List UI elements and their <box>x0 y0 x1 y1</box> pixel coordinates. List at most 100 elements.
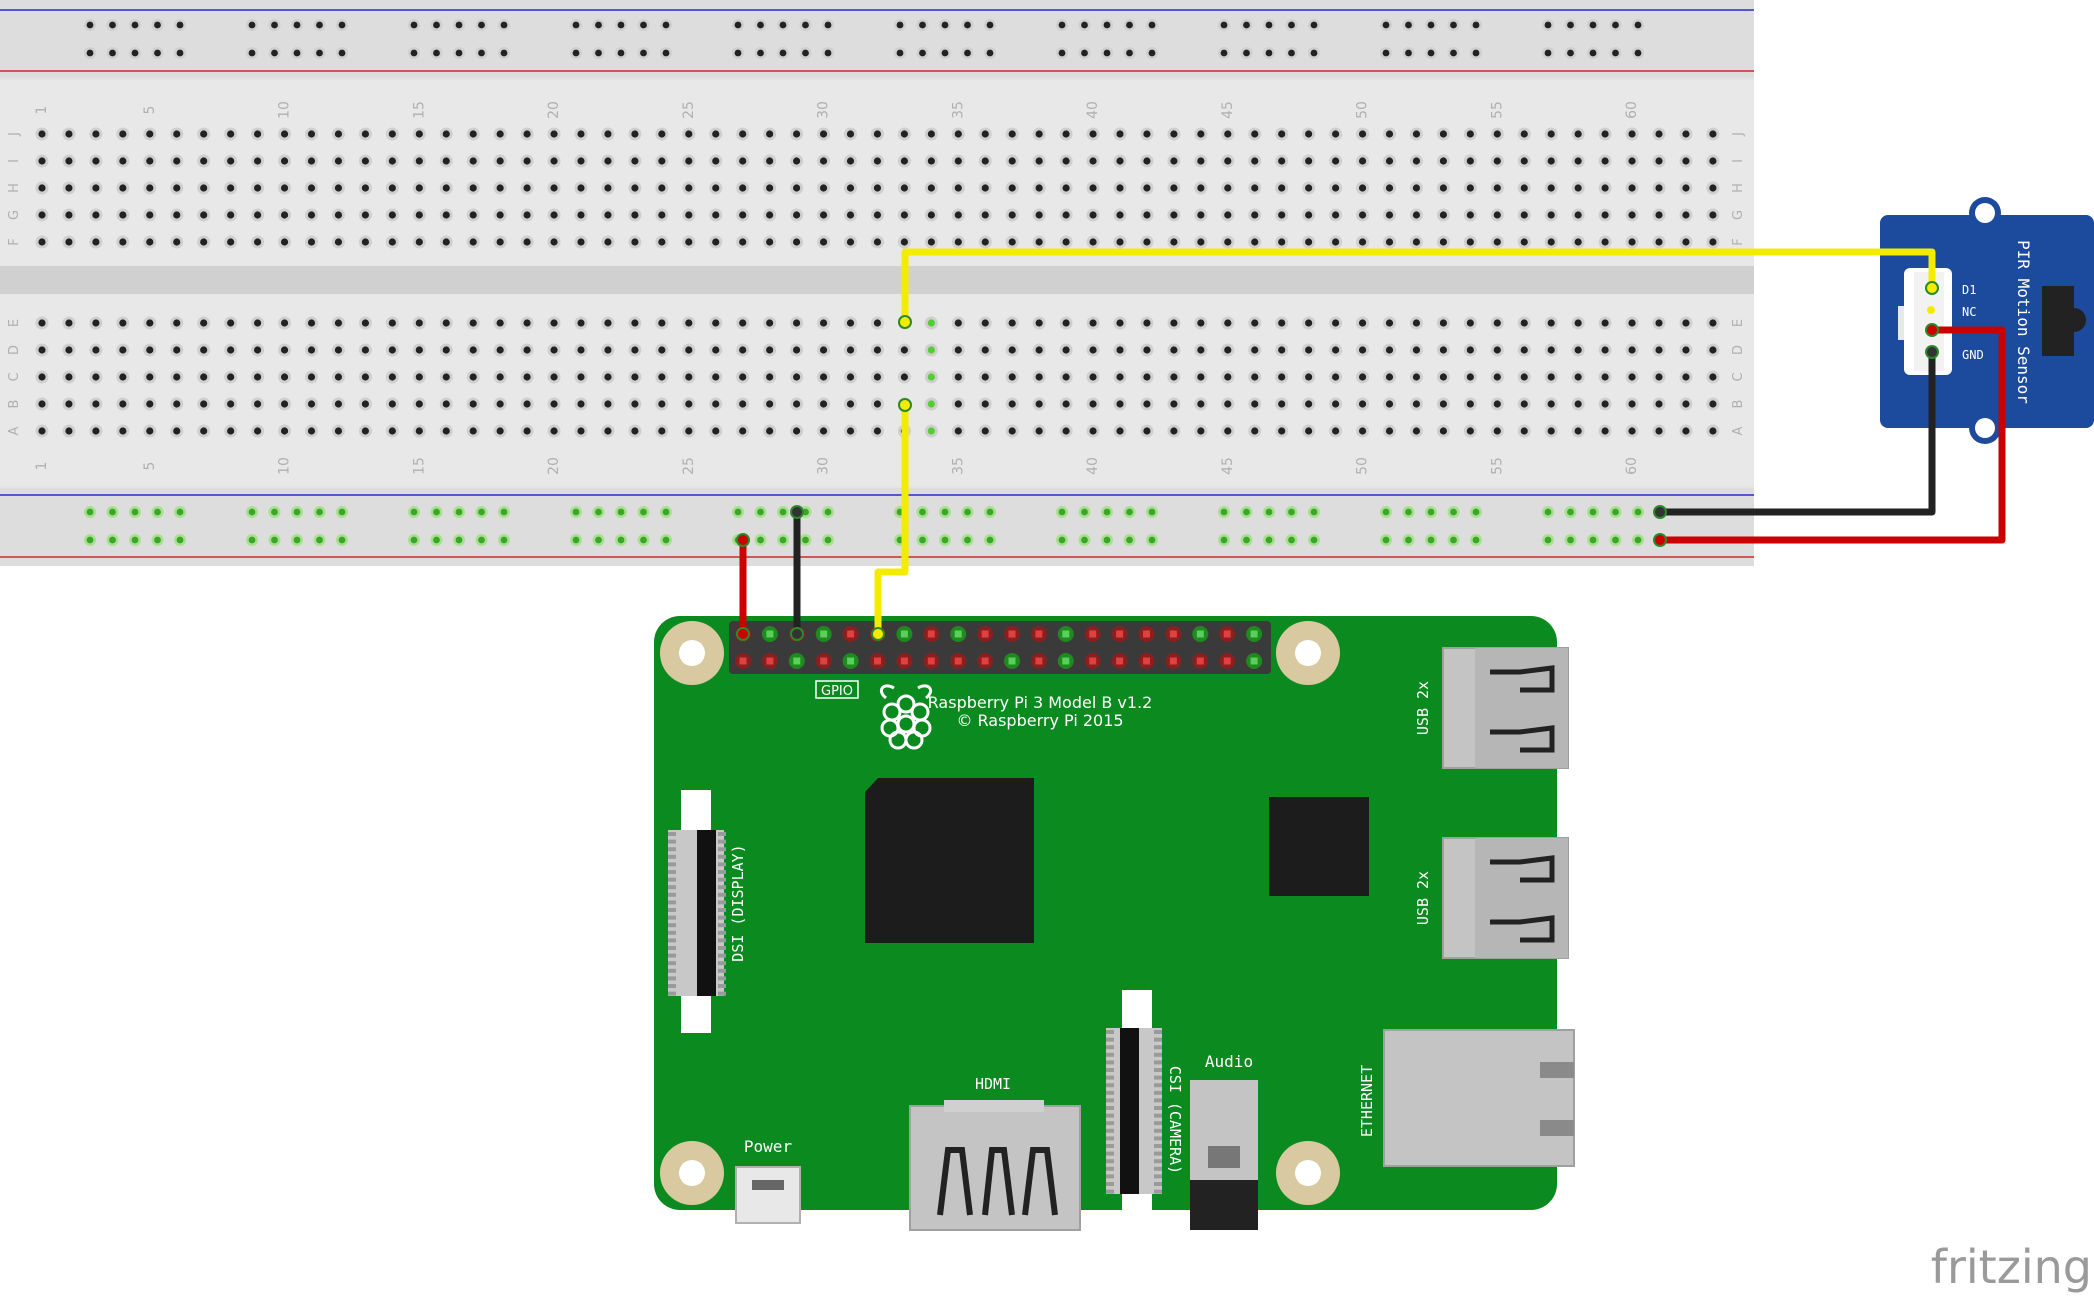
breadboard-hole <box>1601 373 1609 381</box>
rail-hole <box>617 536 625 544</box>
rail-hole <box>640 536 647 544</box>
rail-hole <box>1382 536 1390 544</box>
breadboard-hole <box>38 427 46 435</box>
breadboard-hole <box>38 184 46 192</box>
connector-tooth <box>668 854 676 859</box>
breadboard-hole <box>550 373 558 381</box>
column-number: 30 <box>816 101 832 119</box>
breadboard-hole <box>415 157 423 165</box>
rail-hole <box>433 536 440 544</box>
connector-tooth <box>718 968 726 973</box>
rail-hole <box>1589 21 1597 29</box>
top-power-rail <box>0 0 1754 78</box>
gpio-label-box <box>815 680 859 699</box>
breadboard-hole <box>1493 400 1501 408</box>
connector-tooth <box>1106 1144 1114 1148</box>
breadboard-hole <box>442 238 450 246</box>
rail-hole <box>662 536 670 544</box>
gpio-pin <box>954 657 962 665</box>
rail-hole <box>964 49 971 57</box>
breadboard-hole <box>1358 211 1367 219</box>
row-letter: E <box>7 319 22 327</box>
rail-hole <box>1103 508 1111 516</box>
breadboard-hole <box>1116 184 1124 192</box>
gpio-pin <box>766 657 774 665</box>
rail-hole <box>1081 508 1088 516</box>
breadboard-hole <box>819 238 828 246</box>
connector-tooth <box>668 832 676 836</box>
breadboard-hole <box>631 238 639 246</box>
pi-model-text: Raspberry Pi 3 Model B v1.2 <box>928 693 1153 712</box>
breadboard-hole <box>119 319 127 327</box>
column-number: 1 <box>34 106 50 115</box>
breadboard-hole <box>1116 238 1124 246</box>
breadboard-hole <box>254 400 262 408</box>
connector-tooth <box>718 847 726 852</box>
breadboard-hole <box>146 184 154 192</box>
breadboard-hole <box>388 184 396 192</box>
breadboard-hole <box>1439 319 1447 327</box>
gpio-pin <box>981 630 989 638</box>
connector-tooth <box>668 870 676 874</box>
breadboard-hole <box>1008 373 1016 381</box>
rail-hole <box>293 49 301 57</box>
breadboard-hole <box>954 238 962 246</box>
rail-hole <box>271 508 278 516</box>
breadboard-hole <box>550 157 558 165</box>
breadboard-hole <box>631 157 639 165</box>
wires <box>739 248 2006 634</box>
breadboard-hole <box>1466 157 1474 165</box>
breadboard-hole <box>1089 238 1097 246</box>
connector-tooth <box>1106 1121 1114 1126</box>
breadboard-hole <box>146 346 154 354</box>
breadboard-hole <box>1547 184 1555 192</box>
connector-tooth <box>1106 1098 1114 1103</box>
connector-tooth <box>668 847 676 852</box>
rail-hole <box>941 508 949 516</box>
breadboard-hole <box>1412 400 1421 408</box>
breadboard-hole <box>819 400 828 408</box>
breadboard-hole <box>119 373 127 381</box>
breadboard-hole <box>1197 373 1205 381</box>
rail-hole <box>941 49 949 57</box>
rail-hole <box>176 49 184 57</box>
breadboard-hole <box>604 400 612 408</box>
usb-port-1 <box>1442 647 1569 769</box>
gpio-pin <box>1169 657 1177 665</box>
breadboard-hole <box>1520 157 1528 165</box>
rail-hole <box>986 508 994 516</box>
breadboard-hole <box>1062 211 1070 219</box>
breadboard-hole <box>1197 319 1205 327</box>
breadboard-hole <box>92 211 100 219</box>
mounting-hole <box>1276 1141 1340 1205</box>
breadboard-hole <box>119 238 127 246</box>
rail-hole <box>1126 49 1133 57</box>
breadboard-hole <box>1035 346 1043 354</box>
breadboard-hole <box>1655 157 1663 165</box>
breadboard-hole <box>1574 157 1582 165</box>
breadboard-hole <box>1143 373 1151 381</box>
breadboard-hole <box>766 157 774 165</box>
breadboard-hole <box>981 184 989 192</box>
gpio-pin <box>847 657 855 665</box>
gpio-pin <box>1089 630 1097 638</box>
breadboard-hole <box>927 319 935 327</box>
breadboard-hole <box>1520 211 1528 219</box>
breadboard-hole <box>846 400 855 408</box>
rail-hole <box>1081 49 1088 57</box>
breadboard-hole <box>1655 211 1663 219</box>
breadboard-hole <box>766 373 774 381</box>
breadboard-hole <box>388 130 396 138</box>
rail-hole <box>338 21 346 29</box>
connector-tooth <box>718 991 726 996</box>
breadboard-hole <box>442 211 450 219</box>
gpio-pin <box>1196 630 1204 638</box>
breadboard-hole <box>496 184 504 192</box>
connector-tooth <box>1154 1151 1162 1156</box>
breadboard-hole <box>469 319 477 327</box>
rail-hole <box>1544 21 1552 29</box>
rail-hole <box>802 49 809 57</box>
row-letter: H <box>1731 183 1746 193</box>
breadboard-hole <box>442 427 450 435</box>
rail-hole <box>802 508 809 516</box>
